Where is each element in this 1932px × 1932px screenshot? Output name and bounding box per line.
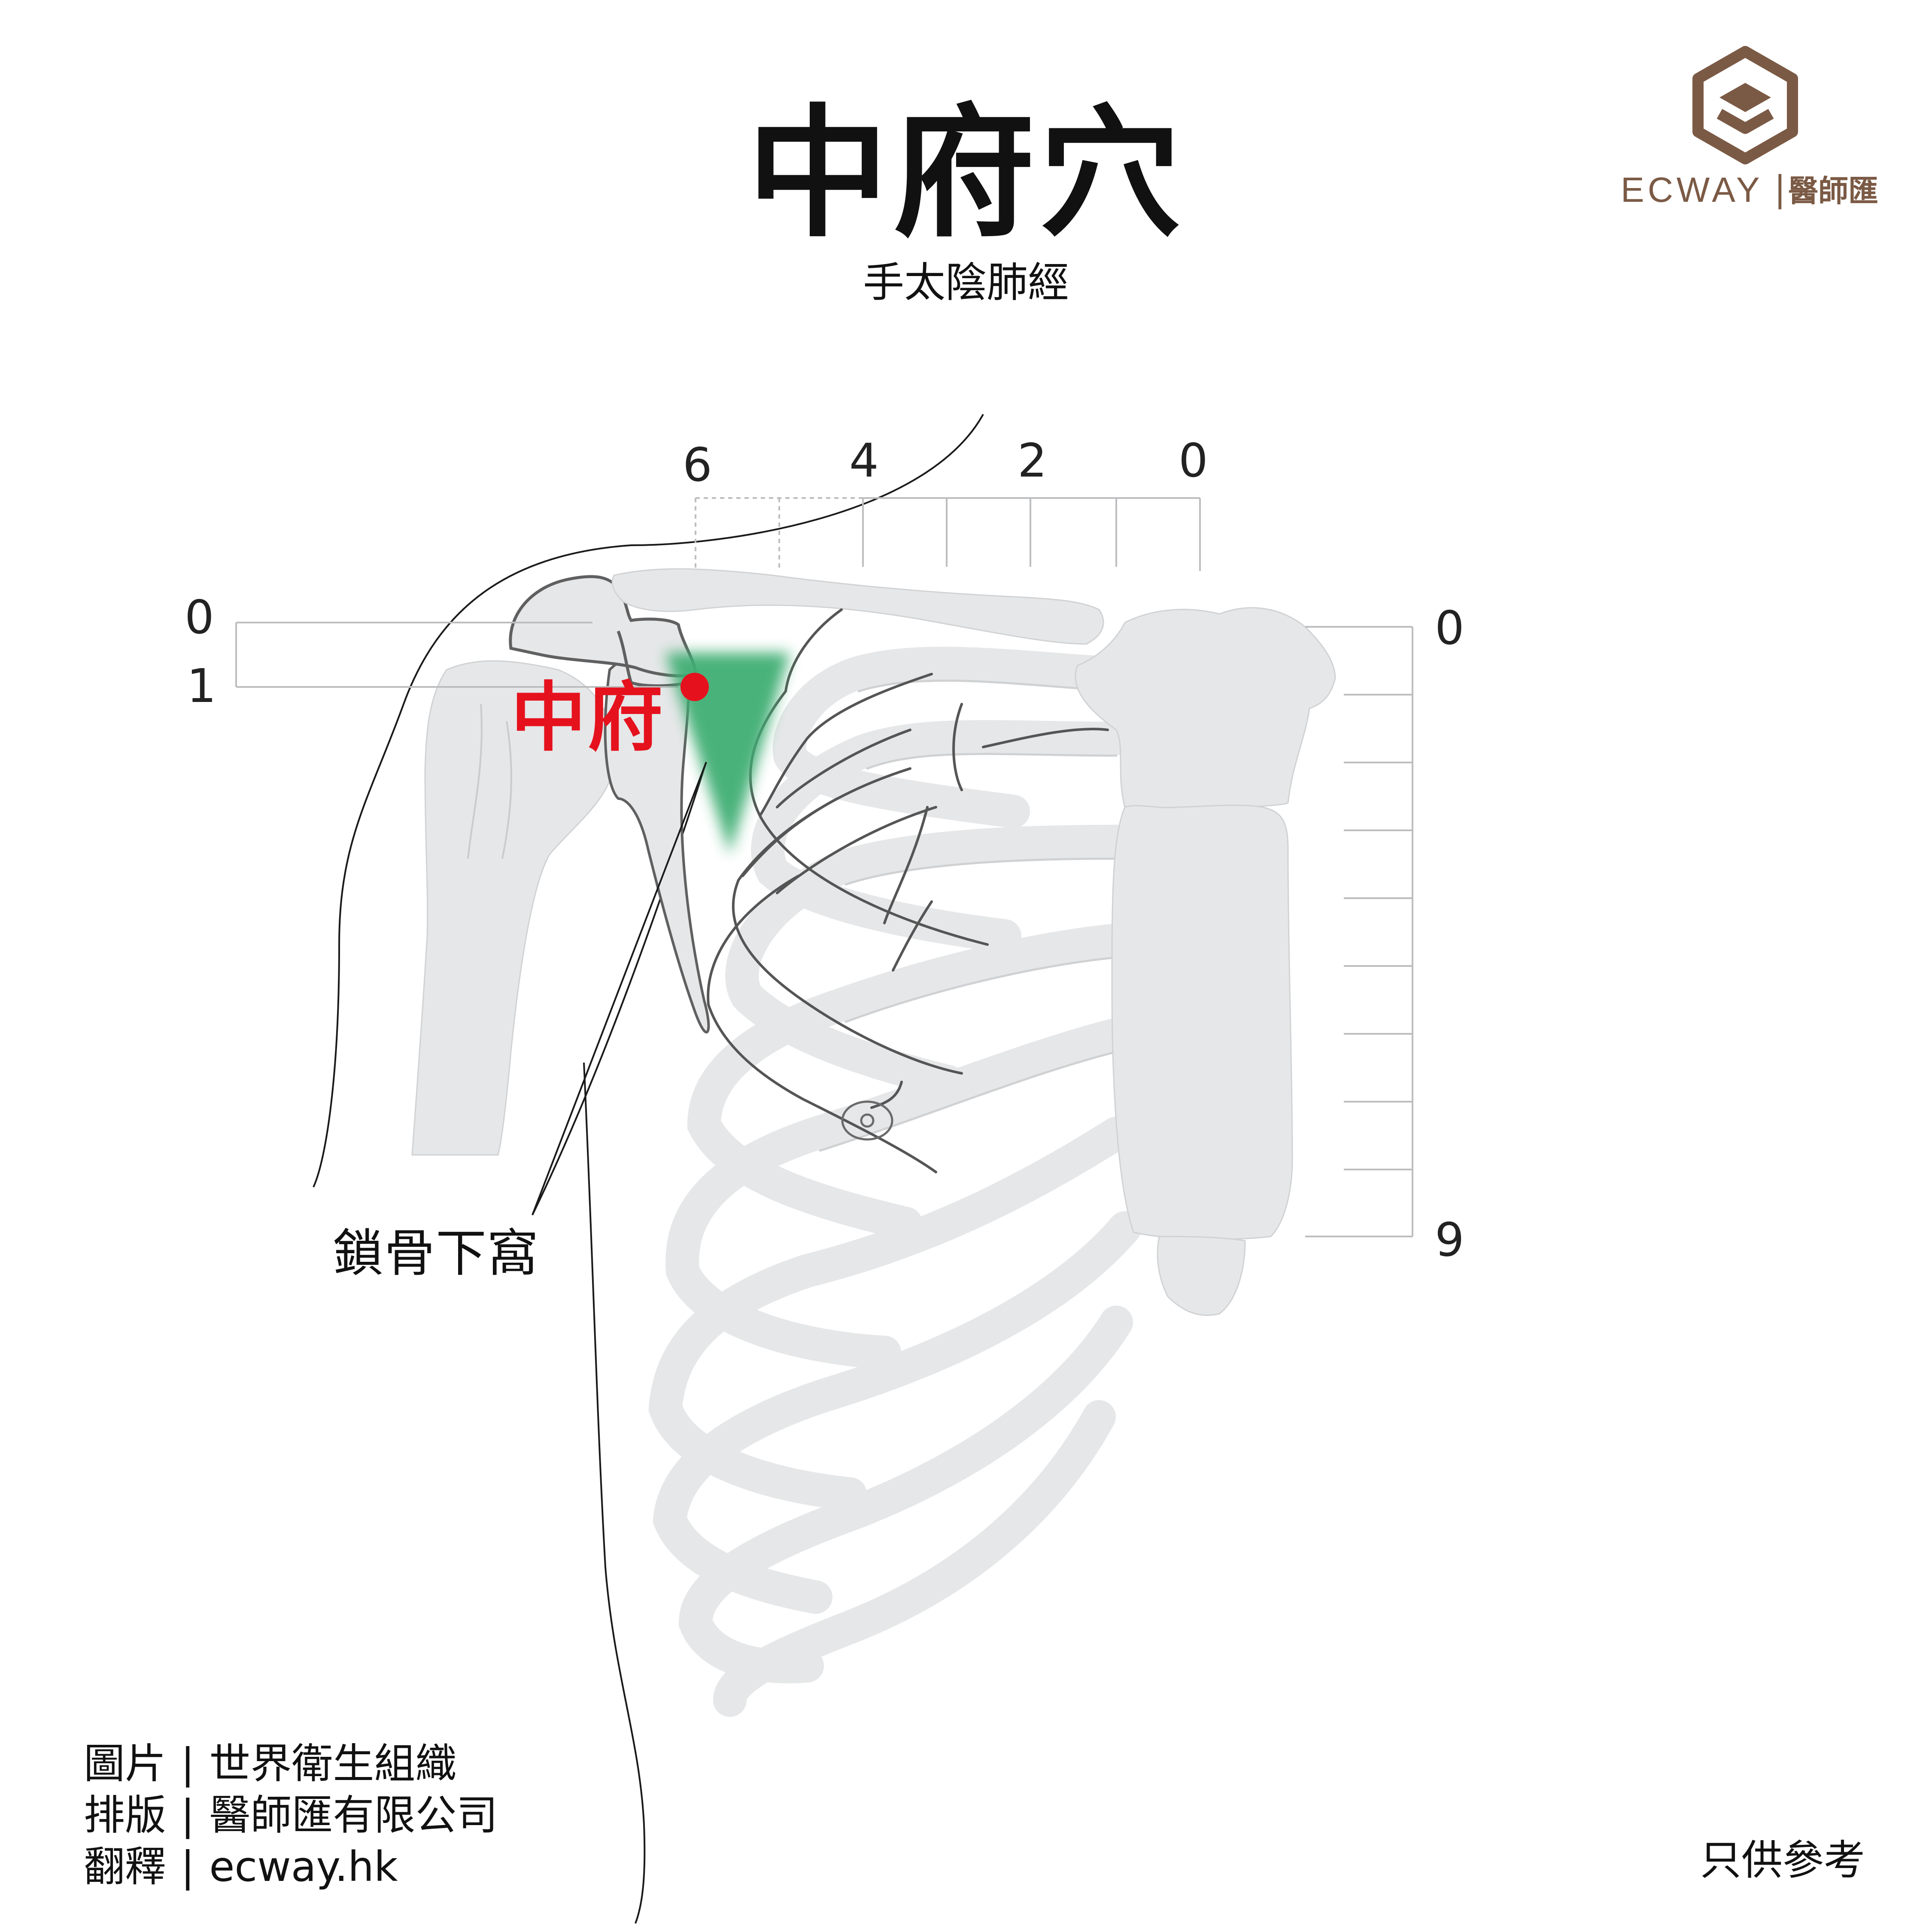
- v-ruler-label: 9: [1435, 1213, 1464, 1267]
- h-ruler-label: 4: [849, 434, 879, 488]
- left-ruler: [235, 622, 678, 688]
- humerus-bone: [411, 660, 615, 1156]
- credit-value: 醫師匯有限公司: [209, 1791, 498, 1839]
- disclaimer-note: 只供參考: [1700, 1836, 1865, 1884]
- acupoint-dot: [680, 673, 709, 701]
- h-ruler-label: 6: [683, 438, 712, 492]
- clavicle-bone: [611, 568, 1104, 645]
- credit-line: 排版|醫師匯有限公司: [84, 1795, 498, 1836]
- body-contour: [313, 414, 984, 1924]
- landmark-label: 鎖骨下窩: [333, 1224, 539, 1283]
- brand-separator: |: [1774, 169, 1786, 210]
- brand-wordmark: ECWAY: [1621, 170, 1763, 210]
- brand-name: 醫師匯: [1788, 173, 1878, 209]
- v-ruler-label: 0: [1435, 601, 1464, 655]
- vertical-ruler: [1305, 626, 1413, 1237]
- credit-separator: |: [181, 1843, 195, 1891]
- credit-value: ecway.hk: [209, 1843, 398, 1891]
- h-ruler-label: 0: [1179, 434, 1208, 488]
- sternum-bone: [1075, 607, 1336, 1316]
- horizontal-ruler: [695, 497, 1201, 571]
- meridian-subtitle: 手太陰肺經: [863, 258, 1069, 307]
- rib-marker: [841, 1100, 893, 1141]
- acromion-coracoid: [509, 575, 697, 687]
- acupoint-label: 中府: [511, 674, 665, 762]
- credit-separator: |: [181, 1740, 195, 1788]
- acupoint-region: [665, 653, 790, 854]
- left-ruler-label: 1: [187, 659, 216, 713]
- page-title: 中府穴: [747, 91, 1185, 256]
- landmark-leader-line: [532, 762, 707, 1215]
- left-ruler-label: 0: [185, 591, 214, 644]
- credit-label: 翻釋: [84, 1843, 166, 1891]
- credit-label: 圖片: [84, 1740, 166, 1788]
- ecway-logo-icon: [1692, 46, 1798, 164]
- credit-line: 翻釋|ecway.hk: [84, 1846, 398, 1887]
- credit-value: 世界衛生組織: [209, 1740, 457, 1788]
- rib-cage: [648, 608, 1142, 1717]
- credit-label: 排版: [84, 1791, 166, 1839]
- h-ruler-label: 2: [1018, 434, 1047, 488]
- credit-line: 圖片|世界衛生組織: [84, 1743, 456, 1784]
- credit-separator: |: [181, 1791, 195, 1839]
